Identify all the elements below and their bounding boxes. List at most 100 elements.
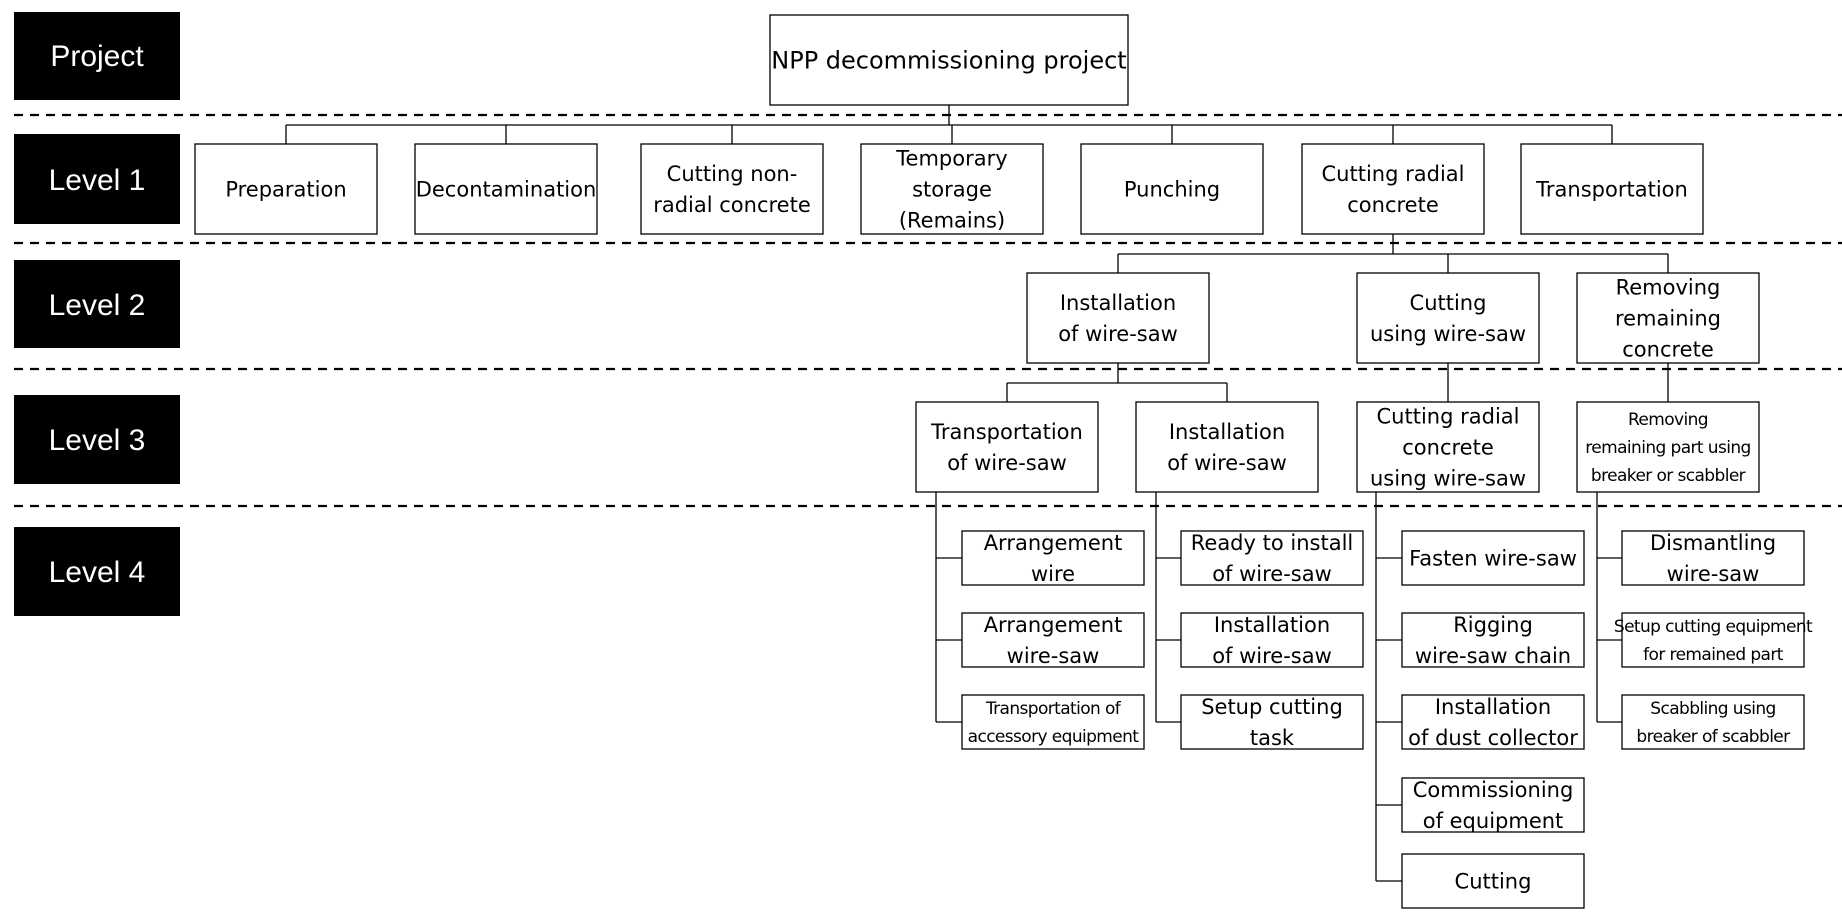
level1-node-2-label: Decontamination bbox=[416, 178, 597, 202]
level4-node-2-2-label: Installation bbox=[1214, 613, 1330, 637]
level-label-1: Level 1 bbox=[14, 134, 180, 224]
level4-node-3-2-box bbox=[1401, 612, 1585, 668]
level2-node-3-label: Removing bbox=[1616, 276, 1721, 300]
level-label-3: Level 3 bbox=[14, 395, 180, 484]
level4-node-2-3-label: task bbox=[1250, 726, 1295, 750]
level2-node-1: Installation of wire-saw bbox=[1026, 272, 1210, 364]
level4-node-4-1-box bbox=[1621, 530, 1805, 586]
level4-node-3-3-label: Installation bbox=[1435, 695, 1551, 719]
level4-node-3-4-label: Commissioning bbox=[1413, 778, 1574, 802]
level4-node-2-1-label: Ready to install bbox=[1191, 531, 1353, 555]
level4-node-1-3-label: accessory equipment bbox=[968, 727, 1140, 747]
level1-node-5-label: Punching bbox=[1124, 178, 1220, 202]
level1-node-4-label: storage bbox=[912, 178, 992, 202]
level-label-2: Level 2 bbox=[14, 260, 180, 348]
level2-node-1-box bbox=[1026, 272, 1210, 364]
level1-node-3-label: Cutting non- bbox=[667, 162, 798, 186]
level4-node-3-5: Cutting bbox=[1401, 853, 1585, 909]
level3-node-4-label: Removing bbox=[1628, 410, 1708, 430]
level4-node-4-3-label: Scabbling using bbox=[1650, 699, 1775, 719]
level4-node-1-1-box bbox=[961, 530, 1145, 586]
level4-node-3-2-label: wire-saw chain bbox=[1415, 644, 1571, 668]
level4-node-1-1: Arrangement wire bbox=[961, 530, 1145, 586]
level1-node-7-box bbox=[1520, 143, 1704, 235]
level4-node-1-1-label: Arrangement bbox=[984, 531, 1123, 555]
level1-node-3-box bbox=[640, 143, 824, 235]
root-node-box bbox=[769, 14, 1129, 106]
svg-text:Level 4: Level 4 bbox=[49, 556, 146, 589]
level4-node-2-3-box bbox=[1180, 694, 1364, 750]
level3-node-1-label: of wire-saw bbox=[947, 451, 1067, 475]
level1-node-7-label: Transportation bbox=[1535, 178, 1688, 202]
level1-node-4-label: Temporary bbox=[895, 147, 1007, 171]
level4-node-3-5-label: Cutting bbox=[1455, 870, 1532, 894]
level3-node-1-label: Transportation bbox=[930, 420, 1083, 444]
level4-node-4-3-label: breaker of scabbler bbox=[1636, 727, 1790, 747]
level1-node-1: Preparation bbox=[194, 143, 378, 235]
level1-node-4-label: (Remains) bbox=[899, 209, 1005, 233]
level3-node-1-box bbox=[915, 401, 1099, 493]
level1-node-2: Decontamination bbox=[414, 143, 598, 235]
level3-node-3-label: concrete bbox=[1402, 436, 1494, 460]
level4-node-4-1-label: Dismantling bbox=[1650, 531, 1776, 555]
level4-node-2-1-box bbox=[1180, 530, 1364, 586]
level1-node-2-box bbox=[414, 143, 598, 235]
level4-node-3-2-label: Rigging bbox=[1453, 613, 1533, 637]
level4-node-3-1-label: Fasten wire-saw bbox=[1409, 547, 1577, 571]
level4-node-3-4-label: of equipment bbox=[1423, 809, 1564, 833]
root-node-label: NPP decommissioning project bbox=[771, 47, 1126, 75]
level1-node-1-box bbox=[194, 143, 378, 235]
level1-node-6: Cutting radial concrete bbox=[1301, 143, 1485, 235]
level1-node-1-label: Preparation bbox=[225, 178, 346, 202]
svg-text:Project: Project bbox=[50, 40, 144, 73]
level2-node-1-label: of wire-saw bbox=[1058, 322, 1178, 346]
level4-node-1-2-box bbox=[961, 612, 1145, 668]
level4-node-2-2: Installation of wire-saw bbox=[1180, 612, 1364, 668]
level2-node-2-box bbox=[1356, 272, 1540, 364]
level4-node-1-3: Transportation of accessory equipment bbox=[961, 694, 1145, 750]
level2-node-3-label: remaining bbox=[1615, 307, 1721, 331]
level2-node-3-box bbox=[1576, 272, 1760, 364]
level4-node-2-1: Ready to install of wire-saw bbox=[1180, 530, 1364, 586]
level4-node-3-1-box bbox=[1401, 530, 1585, 586]
level4-node-2-3-label: Setup cutting bbox=[1201, 695, 1343, 719]
level4-node-3-4: Commissioning of equipment bbox=[1401, 777, 1585, 833]
level1-node-3: Cutting non-radial concrete bbox=[640, 143, 824, 235]
level4-node-1-1-label: wire bbox=[1031, 562, 1075, 586]
level1-node-6-label: Cutting radial bbox=[1322, 162, 1465, 186]
level4-node-2-2-box bbox=[1180, 612, 1364, 668]
level4-node-2-1-label: of wire-saw bbox=[1212, 562, 1332, 586]
level3-node-4-label: breaker or scabbler bbox=[1591, 466, 1746, 486]
level3-node-4-box bbox=[1576, 401, 1760, 493]
level4-node-3-3-box bbox=[1401, 694, 1585, 750]
level4-node-3-4-box bbox=[1401, 777, 1585, 833]
level2-node-1-label: Installation bbox=[1060, 291, 1176, 315]
svg-text:Level 2: Level 2 bbox=[49, 289, 146, 322]
level4-node-2-2-label: of wire-saw bbox=[1212, 644, 1332, 668]
level4-node-1-3-box bbox=[961, 694, 1145, 750]
level1-node-7: Transportation bbox=[1520, 143, 1704, 235]
level3-node-2-box bbox=[1135, 401, 1319, 493]
level3-node-3-box bbox=[1356, 401, 1540, 493]
connectors bbox=[285, 105, 1669, 882]
level-label-4: Level 4 bbox=[14, 527, 180, 616]
level1-node-6-label: concrete bbox=[1347, 193, 1439, 217]
level3-node-2-label: of wire-saw bbox=[1167, 451, 1287, 475]
level1-node-6-box bbox=[1301, 143, 1485, 235]
level4-node-4-3-box bbox=[1621, 694, 1805, 750]
level1-node-4-box bbox=[860, 143, 1044, 235]
level4-node-4-3: Scabbling using breaker of scabbler bbox=[1621, 694, 1805, 750]
level4-node-1-3-label: Transportation of bbox=[985, 699, 1122, 719]
level4-node-1-2-label: Arrangement bbox=[984, 613, 1123, 637]
level4-node-3-1: Fasten wire-saw bbox=[1401, 530, 1585, 586]
level1-node-4: Temporary storage (Remains) bbox=[860, 143, 1044, 235]
svg-text:Level 3: Level 3 bbox=[49, 424, 146, 457]
level3-node-3-label: Cutting radial bbox=[1377, 405, 1520, 429]
level1-node-5: Punching bbox=[1080, 143, 1264, 235]
